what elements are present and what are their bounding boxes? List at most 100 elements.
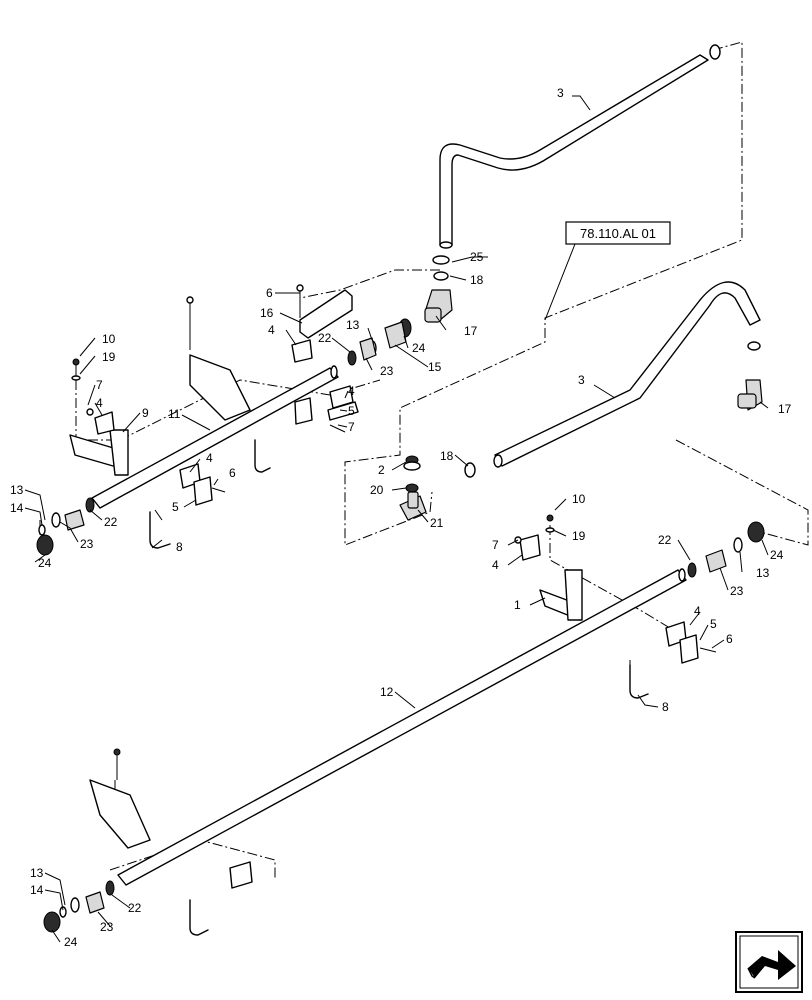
callout-4-lower: 4: [492, 558, 499, 572]
hose-upper: [439, 54, 709, 246]
callout-3-upper: 3: [557, 86, 564, 100]
plate-5-lower: [679, 634, 699, 664]
callout-5-shaft: 5: [172, 500, 179, 514]
callout-3-middle: 3: [578, 373, 585, 387]
callout-13-upper: 13: [346, 318, 360, 332]
callout-8-lower: 8: [662, 700, 669, 714]
callout-23-left: 23: [80, 537, 94, 551]
pin-6: [296, 284, 304, 292]
nut-23-bottom: [85, 891, 105, 914]
clamp-4-upper: [291, 339, 313, 363]
callout-24-left: 24: [38, 556, 52, 570]
ring-22-left: [85, 497, 95, 513]
callout-7-upper: 7: [96, 378, 103, 392]
washer-19-left: [71, 375, 81, 381]
mount-bracket-right: [294, 397, 313, 425]
upper-hose-assembly: [291, 44, 721, 433]
callout-12: 12: [380, 685, 394, 699]
shaft-12-end: [678, 568, 686, 582]
hose-middle-end: [493, 454, 503, 468]
shaft-11-end: [330, 365, 338, 379]
callout-17-middle: 17: [778, 402, 792, 416]
callout-21: 21: [430, 516, 444, 530]
callout-24-upper: 24: [412, 341, 426, 355]
callout-10-lower: 10: [572, 492, 586, 506]
callout-6-lower: 6: [726, 632, 733, 646]
mount-bracket-top: [189, 354, 251, 421]
washer-14-left: [38, 524, 46, 536]
nut-24-left: [36, 534, 54, 556]
upper-left-shaft-assembly: [36, 296, 339, 556]
callout-4-shaft: 4: [206, 451, 213, 465]
bolt-10-left: [72, 358, 80, 366]
lower-shaft-assembly: [43, 514, 765, 936]
nut-24-bottom: [43, 911, 61, 933]
washer-19-lower: [545, 527, 555, 533]
callout-15: 15: [428, 360, 442, 374]
bracket-16: [299, 289, 353, 339]
callout-6-shaft: 6: [229, 466, 236, 480]
hose-clamp-top: [709, 44, 721, 60]
clamp-18-mid: [464, 462, 476, 478]
nut-24-lower: [747, 521, 765, 543]
plate-5: [327, 401, 359, 421]
callout-9: 9: [142, 406, 149, 420]
callout-18-upper: 18: [470, 273, 484, 287]
callout-23-upper: 23: [380, 364, 394, 378]
callout-4-lower-shaft: 4: [694, 604, 701, 618]
callout-22-upper: 22: [318, 331, 332, 345]
callout-5-lower: 5: [710, 617, 717, 631]
callout-14-left: 14: [10, 501, 24, 515]
callout-11: 11: [168, 407, 181, 421]
clamp-18-mid-top: [747, 341, 761, 351]
callout-13-left: 13: [10, 483, 24, 497]
bolt-top: [186, 296, 194, 304]
callout-18-middle: 18: [440, 449, 454, 463]
plate-5-shaft: [193, 476, 213, 506]
callout-17-upper: 17: [464, 324, 478, 338]
callout-4-upper: 4: [268, 323, 275, 337]
washer-14-bottom: [59, 906, 67, 918]
callout-7-lower: 7: [492, 538, 499, 552]
callout-2: 2: [378, 463, 385, 477]
mount-lower-left: [89, 779, 151, 849]
u-bolt-lower-left: [189, 899, 209, 936]
ring-13-lower: [733, 537, 743, 553]
callout-16: 16: [260, 306, 274, 320]
callout-20: 20: [370, 483, 384, 497]
washer-20: [405, 483, 419, 493]
tee-21-stem: [407, 491, 419, 509]
shaft-11: [91, 367, 339, 509]
washer-2: [403, 461, 421, 471]
ring-22-bottom: [105, 880, 115, 896]
callout-4-left: 4: [96, 396, 103, 410]
fitting-17-mid: [737, 393, 757, 409]
callout-1: 1: [514, 598, 521, 612]
callout-7-mid: 7: [348, 420, 355, 434]
ring-13-bottom: [70, 897, 80, 913]
leader-lines: [24, 95, 769, 943]
callout-23-bottom: 23: [100, 920, 114, 934]
u-bolt-right: [254, 439, 271, 473]
clamp-18-upper: [433, 271, 449, 281]
bracket-9-arm: [109, 429, 129, 476]
callout-22-left: 22: [104, 515, 118, 529]
fitting-15: [384, 321, 407, 349]
callout-13-lower: 13: [756, 566, 770, 580]
middle-hose-assembly: [399, 281, 763, 521]
reference-label: 78.110.AL 01: [580, 226, 656, 241]
nut-23-left: [64, 509, 85, 531]
callout-8-upper: 8: [176, 540, 183, 554]
next-page-arrow-icon[interactable]: [735, 931, 803, 993]
bolt-lower-left: [113, 748, 121, 756]
ring-22-upper: [347, 350, 357, 366]
clamp-4-lower: [519, 534, 541, 561]
callout-6-upper: 6: [266, 286, 273, 300]
u-bolt-8-lower: [629, 664, 649, 699]
fitting-17-upper: [424, 307, 442, 323]
ring-13-left: [51, 512, 61, 528]
reference-box[interactable]: 78.110.AL 01: [544, 221, 671, 321]
callout-22-lower: 22: [658, 533, 672, 547]
callout-14-bottom: 14: [30, 883, 44, 897]
